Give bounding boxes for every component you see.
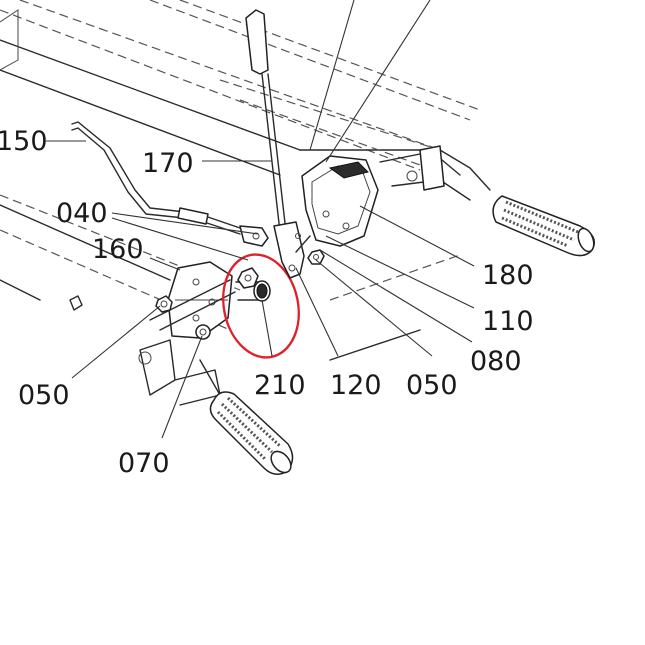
housing-180	[295, 155, 379, 253]
highlight-ellipse-210	[222, 253, 300, 359]
label-160: 160	[92, 234, 144, 265]
right-grip	[379, 145, 595, 257]
label-050-left: 050	[18, 380, 70, 411]
lower-clamp	[69, 295, 221, 406]
spacer-210	[235, 267, 271, 302]
lever-170	[245, 9, 305, 279]
nut-050-right	[307, 249, 325, 265]
label-210: 210	[254, 370, 306, 401]
left-grip	[199, 359, 294, 475]
label-150: 150	[0, 126, 48, 157]
nut-050-left	[155, 295, 173, 313]
label-180: 180	[482, 260, 534, 291]
label-170: 170	[142, 148, 194, 179]
label-070: 070	[118, 448, 170, 479]
label-080: 080	[470, 346, 522, 377]
label-050-right: 050	[406, 370, 458, 401]
handlebar-frame	[0, 0, 481, 361]
label-040: 040	[56, 198, 108, 229]
label-110: 110	[482, 306, 534, 337]
cable-rod-150	[71, 121, 269, 247]
leader-lines	[46, 0, 475, 439]
label-120: 120	[330, 370, 382, 401]
nut-070	[195, 324, 211, 340]
part-labels: 150 170 040 160 050 070 210 120 050 080 …	[0, 126, 534, 479]
